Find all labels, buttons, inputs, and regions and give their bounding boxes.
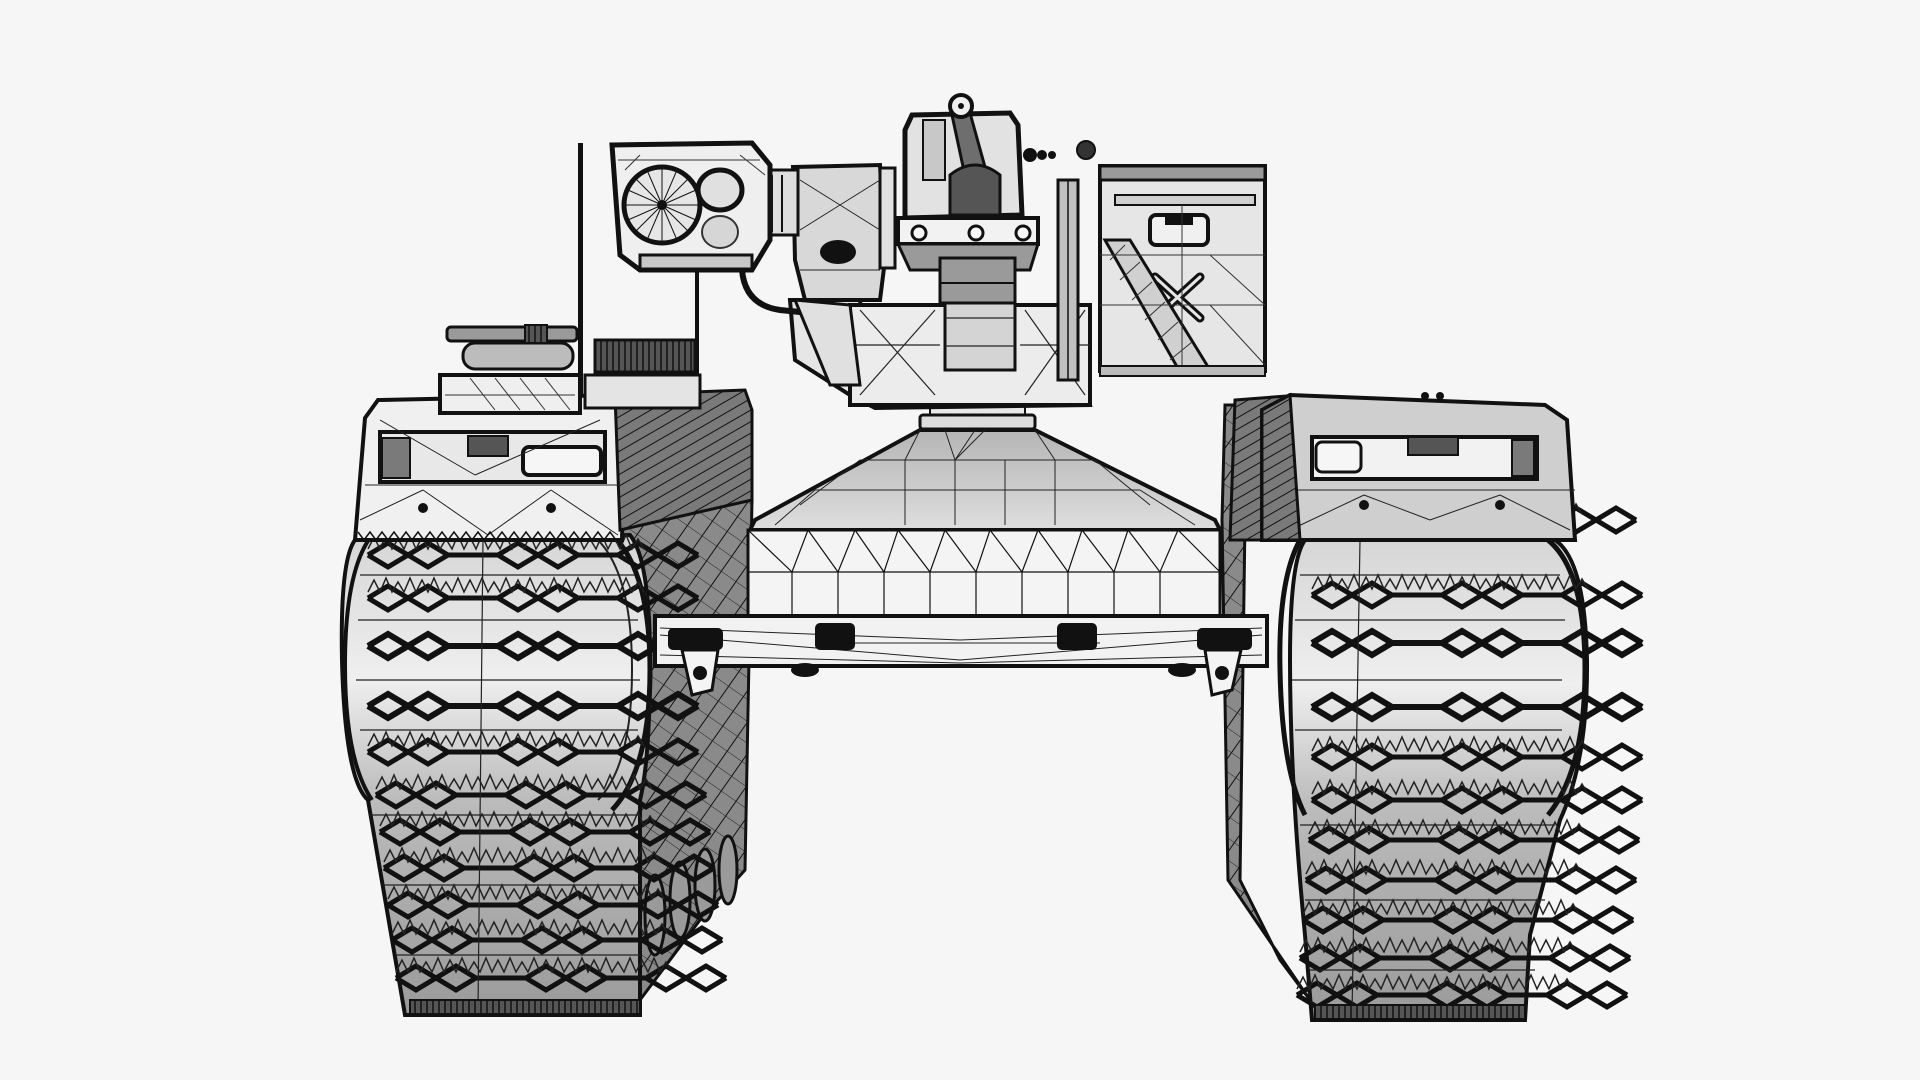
left-top-equipment xyxy=(438,324,702,415)
gun-housing xyxy=(895,93,1096,305)
antenna-right xyxy=(695,270,699,408)
left-hull-housing xyxy=(352,388,754,542)
sensor-head xyxy=(609,140,773,273)
antenna-left xyxy=(578,143,583,408)
remote-weapon-station xyxy=(609,93,1267,411)
left-track xyxy=(339,535,726,1017)
center-body xyxy=(746,404,1224,622)
front-cross-bar xyxy=(653,614,1269,697)
right-hull-housing xyxy=(1260,392,1578,542)
right-track xyxy=(1277,500,1642,1022)
ammo-box xyxy=(1098,164,1267,377)
